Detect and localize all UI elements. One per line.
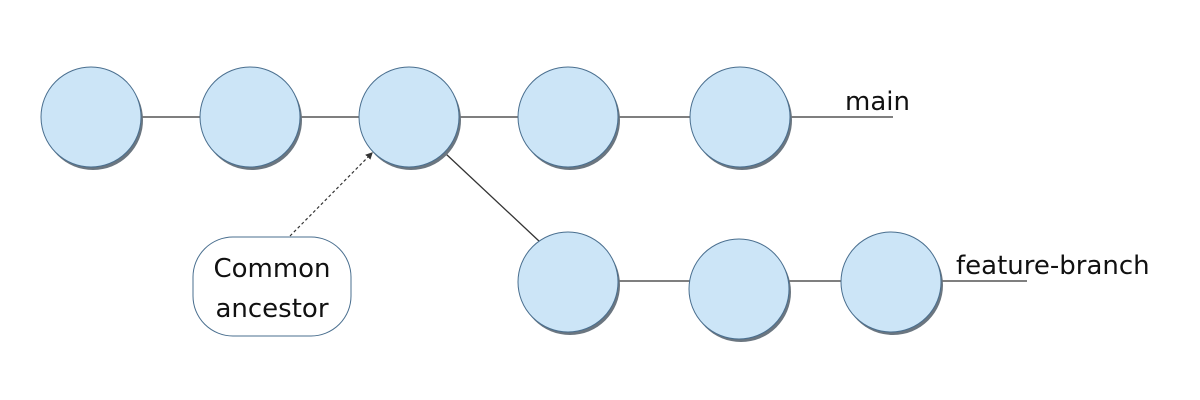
feature-head-commit: [840, 231, 943, 335]
callout-text-line-2: ancestor: [215, 294, 328, 324]
commit-node: [199, 66, 302, 170]
ancestor-pointer: [289, 152, 373, 237]
commit-node: [517, 66, 620, 170]
fork-edge: [445, 153, 541, 243]
feature-branch-lines: [445, 153, 1027, 282]
callout-text-line-1: Common: [213, 254, 330, 284]
feature-branch-label: feature-branch: [956, 251, 1150, 281]
callout-box: [192, 236, 352, 337]
feature-commits: [517, 231, 943, 342]
common-ancestor-callout: Common ancestor: [192, 236, 352, 337]
main-head-commit: [689, 66, 792, 170]
main-commits: [40, 66, 792, 170]
commit-node: [688, 238, 791, 342]
common-ancestor-commit: [358, 66, 461, 170]
main-branch-label: main: [845, 87, 910, 117]
commit-node: [40, 66, 143, 170]
commit-node: [517, 231, 620, 335]
